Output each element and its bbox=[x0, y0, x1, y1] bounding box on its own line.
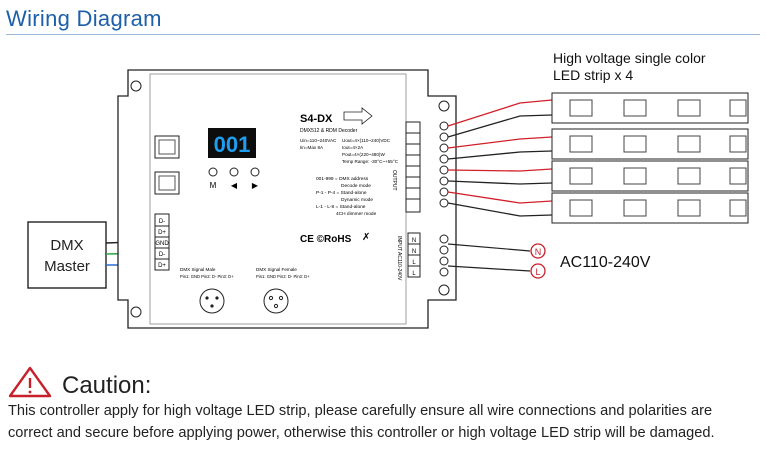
led-strip-2 bbox=[551, 128, 749, 160]
ac-live-label: L bbox=[535, 267, 540, 277]
output-wires bbox=[447, 99, 553, 217]
ac-wire-l bbox=[447, 265, 531, 272]
xlr-female-socket[interactable] bbox=[263, 288, 289, 314]
led-strip-title: High voltage single color LED strip x 4 bbox=[553, 50, 706, 84]
dmx-pin-4: D+ bbox=[158, 263, 166, 269]
led-strip-title-line1: High voltage single color bbox=[553, 50, 706, 66]
led-strip-3 bbox=[551, 160, 749, 192]
dmx-master-box bbox=[27, 221, 107, 289]
input-terminal-0: N bbox=[412, 238, 416, 244]
male-pin-text: Pin1: GND Pin2: D- Pin3: D+ bbox=[180, 274, 234, 279]
input-terminal-2: L bbox=[412, 260, 416, 266]
ac-wire-n bbox=[447, 243, 531, 252]
ac-neutral-terminal bbox=[530, 243, 546, 259]
dmx-signal-female-label: DMX Signal Female bbox=[256, 267, 297, 272]
spec-right-4: Temp Range: -30°C~+55°C bbox=[342, 159, 399, 164]
led-display bbox=[208, 128, 256, 158]
spec-right-1: Uout=4×(110~240)VDC bbox=[342, 138, 391, 143]
controller-housing bbox=[117, 69, 457, 329]
mode-line-2: Decode mode bbox=[341, 183, 371, 189]
dmx-input-terminal-block bbox=[154, 213, 170, 271]
title-divider bbox=[6, 34, 760, 35]
mode-button-label: M bbox=[210, 181, 217, 190]
dmx-pin-1: D+ bbox=[158, 230, 166, 236]
dmx-pin-2: GND bbox=[155, 241, 169, 247]
spec-right-3: Pout=4×(220~480)W bbox=[342, 152, 385, 157]
dmx-master-label-1: DMX bbox=[50, 237, 83, 254]
down-button-label: ◀ bbox=[231, 181, 238, 190]
output-label: OUTPUT bbox=[391, 170, 397, 191]
ac-live-terminal bbox=[530, 263, 546, 279]
mode-line-3: P-1 - P-4 = Stand-alone bbox=[316, 190, 367, 196]
page-title: Wiring Diagram bbox=[6, 6, 162, 31]
spec-left-1: Uin=110~240VAC bbox=[300, 138, 337, 143]
output-terminal-block bbox=[405, 121, 421, 213]
terminal-screws bbox=[439, 121, 449, 277]
spec-left-2: Iin=Max 8A bbox=[300, 145, 324, 150]
input-terminal-block bbox=[407, 232, 421, 278]
xlr-male-socket[interactable] bbox=[199, 288, 225, 314]
dmx-logo-icon bbox=[343, 107, 373, 125]
ac-neutral-label: N bbox=[535, 247, 542, 257]
certification-marks: CE ©RoHS bbox=[300, 234, 352, 245]
ac-voltage-label: AC110-240V bbox=[560, 254, 651, 271]
mode-line-5: L-1 - L-8 = Stand-alone bbox=[316, 204, 366, 210]
dmx-pin-0: D- bbox=[159, 219, 165, 225]
input-terminal-3: L bbox=[412, 271, 416, 277]
device-model: S4-DX bbox=[300, 113, 333, 125]
input-label: INPUT AC110-240V bbox=[396, 236, 402, 281]
dmx-master-label-2: Master bbox=[44, 258, 90, 275]
mode-line-1: 001-999 = DMX address bbox=[316, 176, 369, 182]
device-subtitle: DMX512 & RDM Decoder bbox=[300, 128, 358, 134]
caution-text: This controller apply for high voltage L… bbox=[8, 403, 715, 441]
dmx-signal-male-label: DMX Signal Male bbox=[180, 267, 216, 272]
up-button[interactable] bbox=[250, 167, 260, 177]
weee-icon: ✗ bbox=[362, 232, 370, 243]
up-button-label: ▶ bbox=[252, 181, 259, 190]
caution-title: Caution: bbox=[62, 372, 152, 399]
dmx-pin-3: D- bbox=[159, 252, 165, 258]
female-pin-text: Pin1: GND Pin2: D- Pin3: D+ bbox=[256, 274, 310, 279]
rj45-port-2[interactable] bbox=[154, 171, 180, 195]
led-strip-4 bbox=[551, 192, 749, 224]
input-terminal-1: N bbox=[412, 249, 416, 255]
rj45-port-1[interactable] bbox=[154, 135, 180, 159]
mode-line-4: Dynamic mode bbox=[341, 197, 373, 203]
led-strip-title-line2: LED strip x 4 bbox=[553, 67, 634, 83]
spec-right-2: Iout=4×2A bbox=[342, 145, 364, 150]
warning-icon bbox=[8, 366, 52, 398]
display-value: 001 bbox=[214, 132, 251, 157]
down-button[interactable] bbox=[229, 167, 239, 177]
led-strip-1 bbox=[551, 92, 749, 124]
mode-button[interactable] bbox=[208, 167, 218, 177]
mode-line-6: 4CH dimmer mode bbox=[336, 211, 377, 217]
